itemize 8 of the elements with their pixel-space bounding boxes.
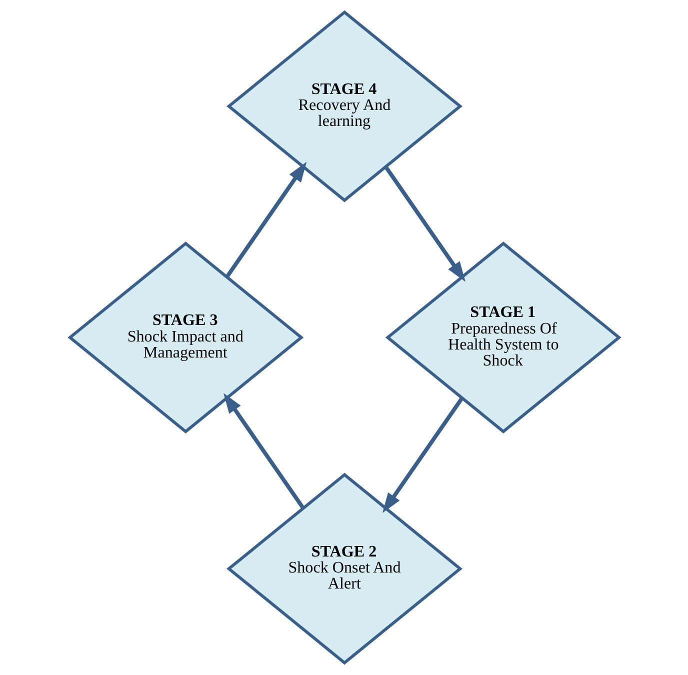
arrow (223, 393, 304, 510)
arrow (384, 166, 465, 282)
arrow (224, 162, 306, 278)
node-diamond: STAGE 1 Preparedness Of Health System to Shock (384, 242, 621, 434)
arrow (382, 397, 464, 513)
node-diamond: STAGE 4 Recovery And learning (226, 10, 462, 202)
node-diamond: STAGE 2 Shock Onset And Alert (226, 472, 462, 665)
node-diamond: STAGE 3 Shock Impact and Management (67, 242, 304, 434)
